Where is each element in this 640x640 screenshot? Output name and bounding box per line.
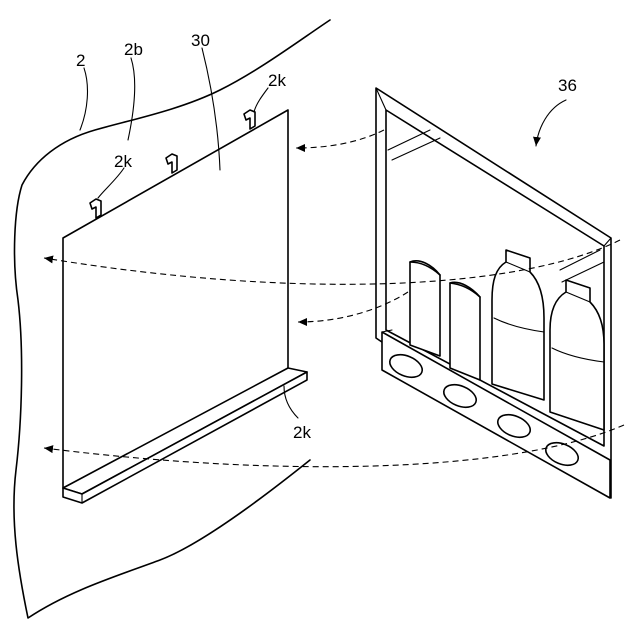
label-panel: 30	[191, 31, 210, 50]
leader-2b	[128, 58, 135, 140]
label-hook-top-left: 2k	[114, 152, 132, 171]
arrow-36	[536, 100, 566, 146]
label-wall: 2	[76, 51, 85, 70]
leader-2	[80, 68, 87, 130]
label-wall-face: 2b	[124, 40, 143, 59]
hook-right	[244, 110, 255, 129]
arrow-top	[296, 130, 384, 148]
label-shelf: 2k	[293, 423, 311, 442]
display-unit	[376, 88, 611, 498]
label-hook-top-right: 2k	[268, 71, 286, 90]
hook-middle	[166, 154, 177, 173]
leader-2k-top	[254, 88, 268, 112]
hook-left	[90, 199, 101, 218]
label-display-unit: 36	[558, 76, 577, 95]
leader-2k-left	[98, 168, 124, 198]
